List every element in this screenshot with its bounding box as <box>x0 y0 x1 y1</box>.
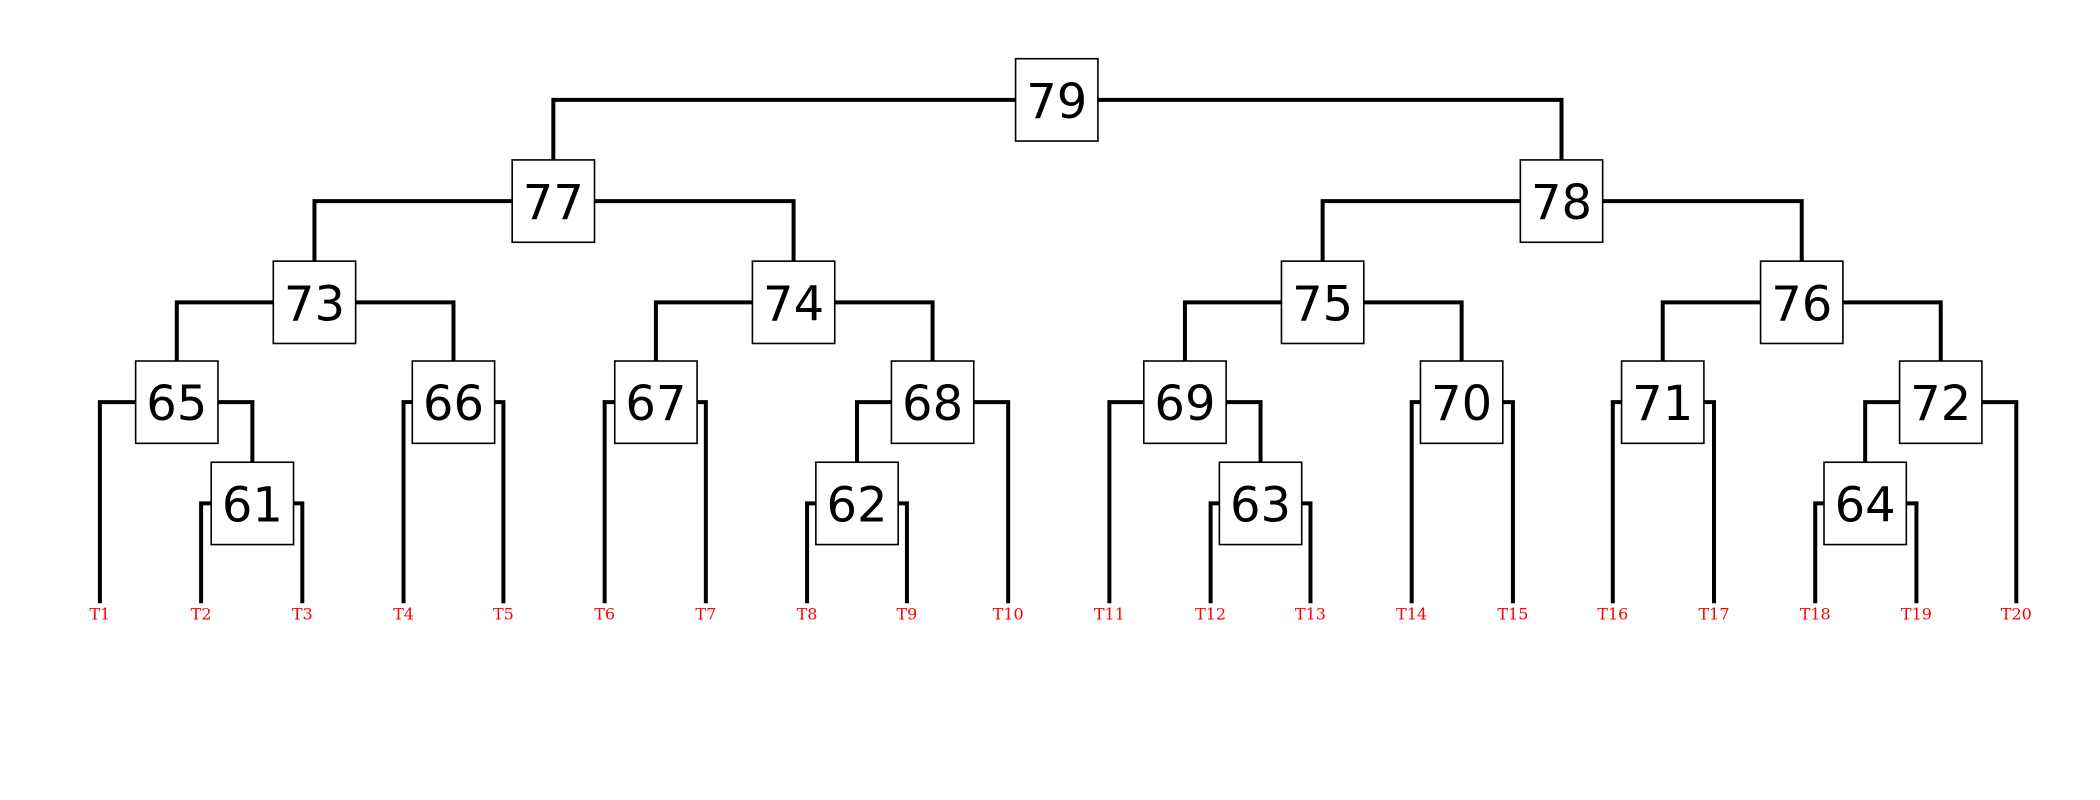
tree-node-61: 61 <box>210 461 295 546</box>
node-box <box>411 360 496 445</box>
edge-n79-n78 <box>1056 97 1564 202</box>
leaf-label-t12: T12 <box>1195 605 1226 624</box>
node-box <box>890 360 975 445</box>
node-label: 64 <box>1835 477 1896 533</box>
tree-edges <box>97 97 2019 604</box>
tree-nodes: 79 77 78 73 74 75 76 65 66 67 68 69 70 71 72 61 62 63 64 <box>134 57 1983 546</box>
leaf-label-t19: T19 <box>1901 605 1932 624</box>
node-label: 72 <box>1910 376 1971 432</box>
node-label: 68 <box>902 376 963 432</box>
tree-node-74: 74 <box>751 260 836 345</box>
node-label: 67 <box>625 376 686 432</box>
tree-node-64: 64 <box>1823 461 1908 546</box>
tree-node-65: 65 <box>134 360 219 445</box>
leaf-label-t1: T1 <box>89 605 110 624</box>
node-label: 69 <box>1154 376 1215 432</box>
node-label: 66 <box>423 376 484 432</box>
node-box <box>1823 461 1908 546</box>
node-label: 65 <box>146 376 207 432</box>
node-box <box>815 461 899 546</box>
leaf-label-t17: T17 <box>1698 605 1729 624</box>
leaf-label-t13: T13 <box>1295 605 1326 624</box>
node-box <box>613 360 698 445</box>
node-label: 77 <box>523 175 584 231</box>
leaf-label-t10: T10 <box>993 605 1024 624</box>
node-box <box>511 159 596 244</box>
node-box <box>210 461 295 546</box>
tree-leaves: T1 T2 T3 T4 T5 T6 T7 T8 T9 T10 T11 T12 T13 T14 T15 T16 T… <box>89 605 2031 624</box>
tree-node-63: 63 <box>1218 461 1303 546</box>
node-label: 71 <box>1632 376 1693 432</box>
leaf-label-t6: T6 <box>594 605 615 624</box>
tree-node-78: 78 <box>1519 159 1604 244</box>
tree-node-73: 73 <box>272 260 357 345</box>
tree-node-62: 62 <box>815 461 899 546</box>
leaf-label-t15: T15 <box>1497 605 1528 624</box>
tree-node-75: 75 <box>1280 260 1365 345</box>
leaf-label-t14: T14 <box>1396 605 1427 624</box>
tree-node-71: 71 <box>1620 360 1705 445</box>
node-box <box>751 260 836 345</box>
tree-node-79: 79 <box>1014 57 1099 142</box>
tree-node-67: 67 <box>613 360 698 445</box>
leaf-label-t5: T5 <box>493 605 514 624</box>
node-box <box>134 360 219 445</box>
node-box <box>1519 159 1604 244</box>
tree-node-76: 76 <box>1759 260 1844 345</box>
node-box <box>1419 360 1504 445</box>
tree-node-77: 77 <box>511 159 596 244</box>
tree-node-72: 72 <box>1898 360 1983 445</box>
tree-node-69: 69 <box>1142 360 1227 445</box>
node-label: 62 <box>826 477 887 533</box>
leaf-label-t20: T20 <box>2001 605 2032 624</box>
node-label: 70 <box>1431 376 1492 432</box>
node-label: 75 <box>1292 276 1353 332</box>
leaf-label-t18: T18 <box>1800 605 1831 624</box>
edge-n79-n77 <box>551 97 1057 202</box>
leaf-label-t8: T8 <box>797 605 818 624</box>
node-label: 79 <box>1026 74 1087 130</box>
leaf-label-t2: T2 <box>191 605 212 624</box>
node-label: 61 <box>222 477 283 533</box>
node-box <box>1620 360 1705 445</box>
leaf-label-t9: T9 <box>897 605 918 624</box>
leaf-label-t11: T11 <box>1094 605 1125 624</box>
node-label: 73 <box>284 276 345 332</box>
leaf-label-t16: T16 <box>1597 605 1628 624</box>
node-label: 74 <box>763 276 824 332</box>
node-label: 76 <box>1771 276 1832 332</box>
tree-node-68: 68 <box>890 360 975 445</box>
leaf-label-t3: T3 <box>292 605 313 624</box>
node-box <box>1898 360 1983 445</box>
node-box <box>272 260 357 345</box>
leaf-label-t7: T7 <box>695 605 716 624</box>
node-label: 78 <box>1531 175 1592 231</box>
node-box <box>1759 260 1844 345</box>
leaf-label-t4: T4 <box>393 605 414 624</box>
node-box <box>1280 260 1365 345</box>
node-box <box>1142 360 1227 445</box>
node-box <box>1218 461 1303 546</box>
node-box <box>1014 57 1099 142</box>
node-label: 63 <box>1230 477 1291 533</box>
tree-node-66: 66 <box>411 360 496 445</box>
tree-node-70: 70 <box>1419 360 1504 445</box>
